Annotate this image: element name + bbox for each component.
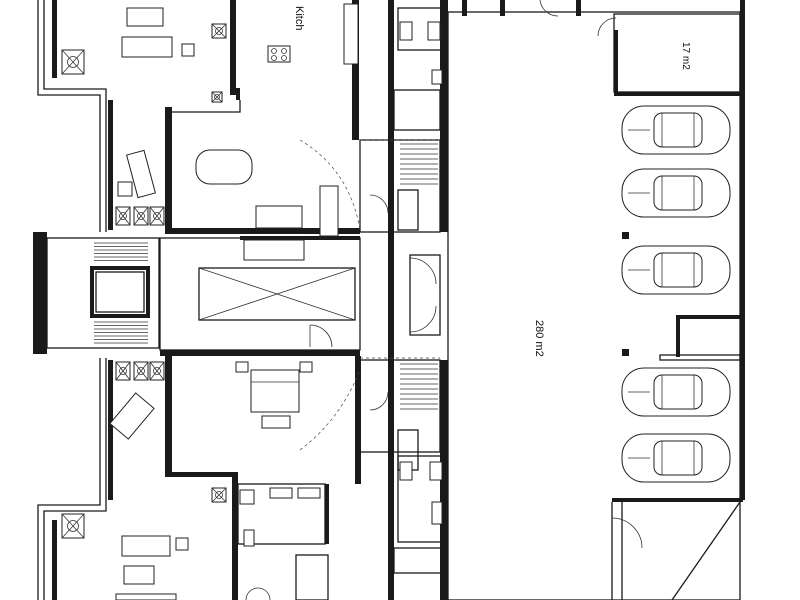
planter	[61, 513, 85, 539]
parked-car	[621, 245, 731, 295]
exterior-walls	[37, 0, 360, 600]
overhead-lines	[299, 139, 440, 451]
toilet-2	[239, 489, 255, 505]
parked-car	[621, 105, 731, 155]
upper-unit-furniture	[117, 3, 443, 261]
parked-cars	[621, 105, 731, 483]
planter	[211, 487, 227, 503]
planter	[61, 49, 85, 75]
lounger-2	[109, 392, 155, 440]
coffee-table	[255, 205, 303, 229]
planter	[149, 206, 165, 226]
sofa	[121, 36, 173, 58]
nightstand-2	[299, 361, 313, 373]
storage-area-label: 17 m2	[680, 42, 691, 70]
coffee-table-2	[123, 565, 155, 585]
nightstand	[235, 361, 249, 373]
planters	[61, 23, 227, 539]
planter	[211, 91, 223, 103]
side-table	[181, 43, 195, 57]
planter	[211, 23, 227, 39]
garage-area-label: 280 m2	[533, 320, 545, 357]
planter	[149, 361, 165, 381]
service-core	[352, 0, 448, 600]
planter	[115, 206, 131, 226]
planter	[133, 361, 149, 381]
corridor	[159, 236, 361, 356]
armchair	[126, 7, 164, 27]
parked-car	[621, 433, 731, 483]
armchair-2	[319, 185, 339, 237]
side-table-2	[175, 537, 189, 551]
sink-4	[431, 501, 443, 525]
bidet	[243, 529, 255, 547]
cooktop	[267, 45, 291, 63]
bench	[261, 415, 291, 429]
lounger	[126, 149, 156, 199]
sofa-4	[115, 593, 177, 600]
sofa-2	[243, 239, 305, 261]
toilet	[399, 21, 413, 41]
toilet-3	[399, 461, 413, 481]
vanity	[269, 487, 293, 499]
lower-unit-furniture	[109, 361, 443, 600]
elevator-shaft	[95, 271, 145, 313]
stair-core	[33, 232, 160, 354]
sink-3	[429, 461, 443, 481]
kitchen-island	[343, 3, 359, 65]
bed	[250, 369, 300, 413]
kitchen-label: Kitch	[293, 6, 305, 30]
sink	[427, 21, 441, 41]
vanity-2	[297, 487, 321, 499]
parked-car	[621, 168, 731, 218]
stool	[117, 181, 133, 197]
sink-2	[431, 69, 443, 85]
planter	[115, 361, 131, 381]
parked-car	[621, 367, 731, 417]
planter	[133, 206, 149, 226]
stair-flights	[94, 143, 438, 410]
sofa-3	[121, 535, 171, 557]
dining-table	[195, 149, 253, 185]
lower-unit-walls	[165, 356, 361, 600]
garage	[447, 0, 745, 600]
